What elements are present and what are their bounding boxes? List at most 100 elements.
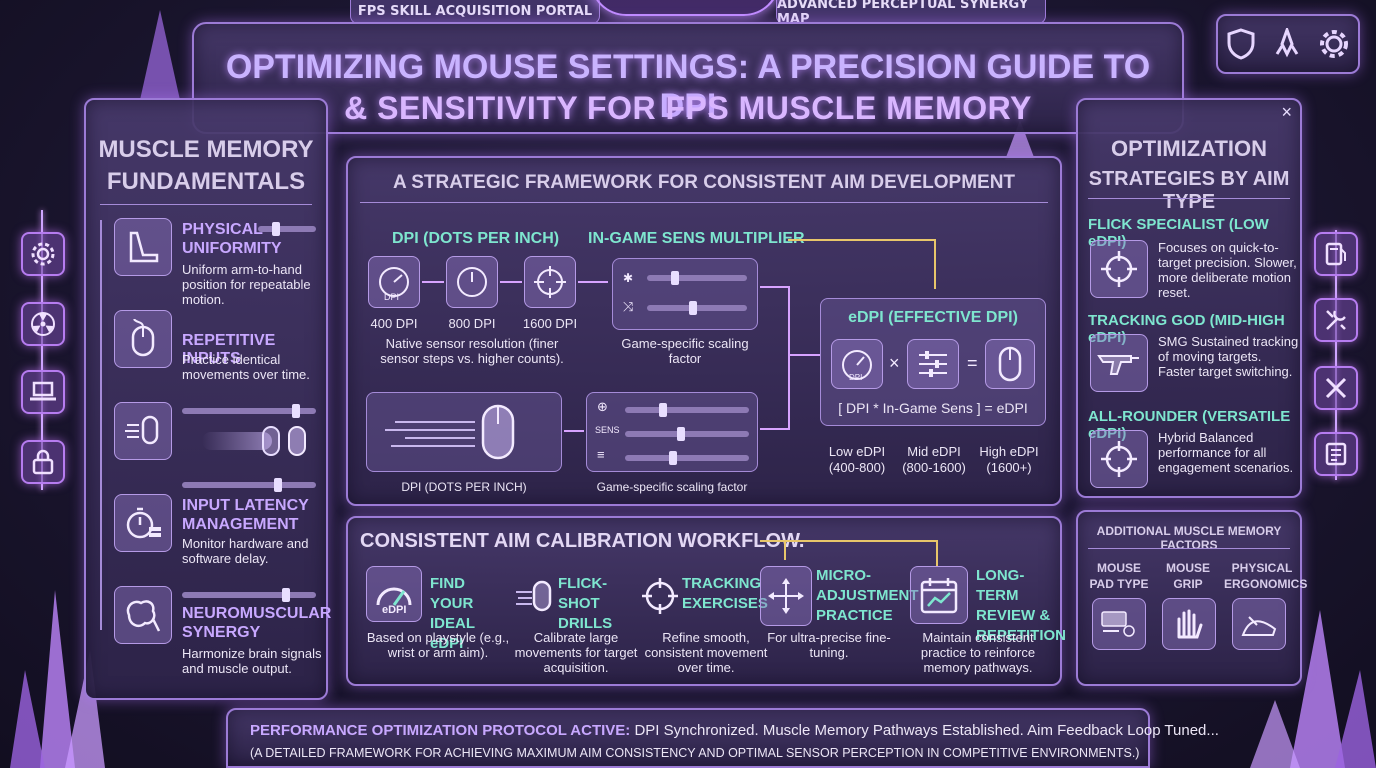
- left-side-lock-icon[interactable]: [21, 440, 65, 484]
- item-repetitive-title: REPETITIVE INPUTS: [182, 332, 276, 367]
- step-1-desc: Based on playstyle (e.g., wrist or arm a…: [366, 630, 510, 660]
- footer-status-line: PERFORMANCE OPTIMIZATION PROTOCOL ACTIVE…: [250, 722, 1219, 739]
- edpi-low-range: (400-800): [828, 460, 886, 475]
- mouse-trail-graphic: [202, 424, 312, 458]
- right-side-wrench-icon[interactable]: [1314, 366, 1358, 410]
- lower-slider-2[interactable]: [625, 427, 749, 441]
- step-5-desc: Maintain consistent practice to reinforc…: [920, 630, 1036, 675]
- footer-status-text: DPI Synchronized. Muscle Memory Pathways…: [634, 722, 1219, 739]
- framework-panel: A STRATEGIC FRAMEWORK FOR CONSISTENT AIM…: [346, 156, 1062, 506]
- item-synergy-title: NEUROMUSCULAR SYNERGY: [182, 605, 332, 641]
- slider-knob[interactable]: [677, 427, 685, 441]
- hand-icon: [1162, 598, 1216, 650]
- left-side-radiation-icon[interactable]: [21, 302, 65, 346]
- sens-slider-2[interactable]: [647, 301, 747, 315]
- right-side-tools-icon[interactable]: [1314, 298, 1358, 342]
- footer-subtitle: (A DETAILED FRAMEWORK FOR ACHIEVING MAXI…: [250, 746, 1140, 760]
- slider-knob[interactable]: [671, 271, 679, 285]
- factors-divider: [1088, 548, 1290, 549]
- top-icon-bar: [1216, 14, 1360, 74]
- crystal-right-bottom: [1250, 610, 1376, 768]
- tracking-crosshair-icon: [640, 576, 680, 616]
- crystal-left-bottom: [10, 590, 105, 768]
- strategy-3-crosshair-icon: [1090, 430, 1148, 488]
- shield-icon[interactable]: [1226, 28, 1256, 60]
- dpi-badge: DPI: [384, 292, 400, 302]
- slider-knob[interactable]: [669, 451, 677, 465]
- dpi-arrow-2: [500, 281, 522, 283]
- arm-rest-icon: [114, 218, 172, 276]
- step-2-title: FLICK-SHOT DRILLS: [558, 575, 613, 632]
- strategies-title-line2: STRATEGIES BY AIM TYPE: [1088, 168, 1290, 213]
- step-3-desc: Refine smooth, consistent movement over …: [644, 630, 768, 675]
- item-physical-desc: Uniform arm-to-hand position for repeata…: [182, 262, 311, 307]
- strategies-close-button[interactable]: ×: [1281, 102, 1292, 122]
- step-4-desc: For ultra-precise fine-tuning.: [767, 630, 891, 660]
- workflow-loop-down-right: [936, 540, 938, 566]
- left-side-gear-icon[interactable]: [21, 232, 65, 276]
- dpi-1600-crosshair-icon: [524, 256, 576, 308]
- left-wire: [41, 210, 43, 490]
- page-title-line2: & SENSITIVITY FOR FPS MUSCLE MEMORY: [344, 90, 1032, 126]
- stopwatch-icon: [114, 494, 172, 552]
- dpi-400-label: 400 DPI: [370, 316, 418, 331]
- gauge-icon: [366, 566, 422, 622]
- dpi-800-label: 800 DPI: [448, 316, 496, 331]
- gear-icon[interactable]: [1318, 28, 1350, 60]
- lower-sens-box: ⊕ SENS ≡: [586, 392, 758, 472]
- item-physical-title: PHYSICAL UNIFORMITY: [182, 221, 282, 257]
- lower-slider-1[interactable]: [625, 403, 749, 417]
- edpi-mid-range: (800-1600): [902, 460, 966, 475]
- framework-divider: [360, 202, 1048, 203]
- slider-knob[interactable]: [292, 404, 300, 418]
- left-panel: MUSCLE MEMORY FUNDAMENTALS PHYSICAL UNIF…: [84, 98, 332, 700]
- strategy-3-desc: Hybrid Balanced performance for all enga…: [1158, 430, 1294, 475]
- item-synergy-desc: Harmonize brain signals and muscle outpu…: [182, 646, 322, 676]
- left-panel-title-line2: FUNDAMENTALS: [106, 168, 306, 195]
- dpi-mouse-box: [366, 392, 562, 472]
- slider-knob[interactable]: [282, 588, 290, 602]
- workflow-loop-line: [760, 540, 938, 542]
- edpi-high-range: (1600+): [986, 460, 1032, 475]
- slider-knob[interactable]: [274, 478, 282, 492]
- dpi-arrow-3: [578, 281, 608, 283]
- latency-slider[interactable]: [182, 478, 316, 492]
- slider-knob[interactable]: [659, 403, 667, 417]
- brain-icon: [114, 586, 172, 644]
- factor-1-label: MOUSE PAD TYPE: [1089, 561, 1149, 591]
- edpi-high-label: High eDPI: [979, 444, 1039, 459]
- left-side-laptop-icon[interactable]: [21, 370, 65, 414]
- connector-edpi: [788, 354, 820, 356]
- right-side-fuel-icon[interactable]: [1314, 232, 1358, 276]
- right-side-notes-icon[interactable]: [1314, 432, 1358, 476]
- lower-slider-3[interactable]: [625, 451, 749, 465]
- sens-badge: SENS: [595, 425, 620, 435]
- physical-uniformity-slider[interactable]: [258, 222, 316, 236]
- step-1-title: FIND YOUR IDEAL eDPI: [430, 575, 475, 652]
- rocket-icon[interactable]: [1272, 28, 1302, 60]
- dpi-desc: Native sensor resolution (finer sensor s…: [380, 336, 564, 366]
- synergy-slider[interactable]: [182, 588, 316, 602]
- strategy-1-title: FLICK SPECIALIST (LOW eDPI): [1088, 216, 1269, 250]
- workflow-loop-down-left: [784, 540, 786, 560]
- connector-top: [760, 286, 790, 288]
- factor-3-label: PHYSICAL ERGONOMICS: [1224, 561, 1308, 591]
- workflow-panel: CONSISTENT AIM CALIBRATION WORKFLOW. eDP…: [346, 516, 1066, 686]
- slider-knob[interactable]: [689, 301, 697, 315]
- item-latency-title: INPUT LATENCY MANAGEMENT: [182, 497, 309, 533]
- sens-slider-1[interactable]: [647, 271, 747, 285]
- left-panel-divider: [100, 204, 312, 205]
- sens-arrow-down: [934, 239, 936, 289]
- slider-knob[interactable]: [272, 222, 280, 236]
- header-orb: [590, 0, 780, 16]
- mouse-speed-icon: [385, 404, 515, 460]
- edpi-gauge-icon: [831, 339, 883, 389]
- motion-slider[interactable]: [182, 404, 316, 418]
- left-panel-rail: [100, 220, 102, 630]
- header-left-tab: FPS SKILL ACQUISITION PORTAL: [350, 0, 600, 24]
- strategy-1-desc: Focuses on quick-to-target precision. Sl…: [1158, 240, 1297, 300]
- title-banner: OPTIMIZING MOUSE SETTINGS: A PRECISION G…: [192, 22, 1184, 134]
- item-repetitive-desc: Practice identical movements over time.: [182, 352, 310, 382]
- lower-arrow: [564, 430, 584, 432]
- factors-panel: ADDITIONAL MUSCLE MEMORY FACTORS MOUSE P…: [1076, 510, 1308, 686]
